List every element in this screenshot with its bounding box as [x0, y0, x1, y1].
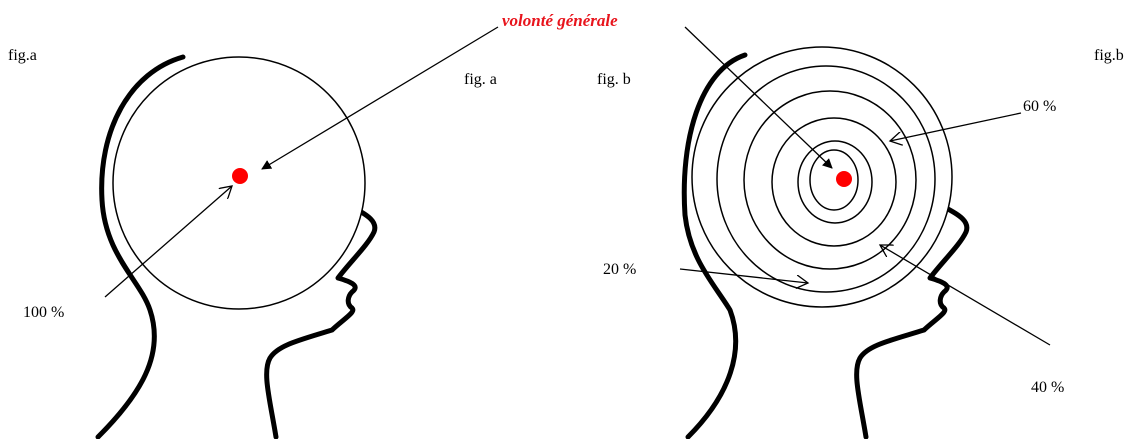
fig-a-corner-label: fig.a	[8, 48, 37, 64]
fig-b-40-percent-label: 40 %	[1031, 380, 1064, 396]
fig-b-20-percent-label: 20 %	[603, 262, 636, 278]
title-volonte-generale: volonté générale	[502, 12, 618, 29]
fig-b-corner-label: fig.b	[1094, 48, 1124, 64]
fig-b-40-percent-arrow	[880, 245, 1050, 345]
fig-b-60-percent-label: 60 %	[1023, 99, 1056, 115]
fig-a-inner-label: fig. a	[464, 72, 497, 88]
fig-b-concentric-rings	[692, 47, 952, 307]
fig-a-center-dot	[232, 168, 248, 184]
fig-b-center-dot	[836, 171, 852, 187]
fig-b-inner-label: fig. b	[597, 72, 631, 88]
fig-a-100-percent-label: 100 %	[23, 305, 64, 321]
